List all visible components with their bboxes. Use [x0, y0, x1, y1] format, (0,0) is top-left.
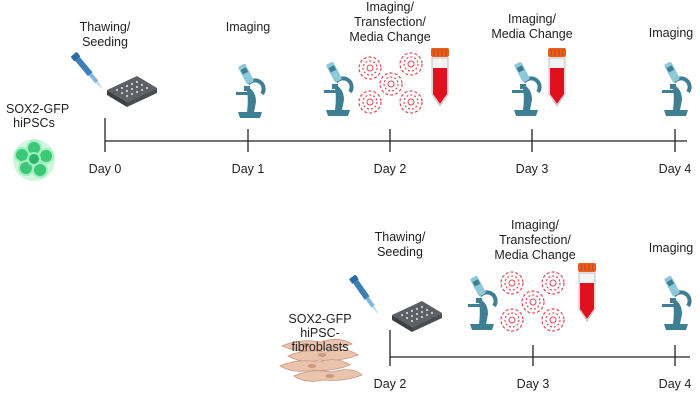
microscope-icon: [510, 59, 542, 118]
step-line: Seeding: [377, 245, 423, 259]
day-label: Day 4: [658, 377, 692, 391]
step-line: Transfection/: [354, 15, 426, 29]
microscope-icon: [234, 61, 266, 120]
step-label-day1: Imaging: [208, 20, 288, 35]
microscope-icon: [322, 59, 354, 118]
cell-line-line: hiPSCs: [13, 116, 55, 130]
step-line: Media Change: [491, 27, 573, 41]
step-label-day3: Imaging/ Transfection/ Media Change: [480, 218, 590, 263]
step-label-day0: Thawing/ Seeding: [65, 20, 145, 50]
cell-line-line: SOX2-GFP: [288, 312, 352, 326]
step-line: Imaging/: [366, 0, 414, 14]
step-line: Thawing/: [374, 230, 426, 244]
fibroblast-cells-icon: [279, 339, 363, 382]
cell-line-label-1: SOX2-GFP hiPSCs: [6, 102, 70, 130]
step-label-day4: Imaging: [642, 26, 700, 41]
step-label-day3: Imaging/ Media Change: [482, 12, 582, 42]
conical-tube-icon: [430, 47, 450, 107]
step-line: Imaging/: [508, 12, 556, 26]
microscope-icon: [660, 59, 692, 118]
step-line: Thawing/: [79, 20, 131, 34]
step-line: Imaging: [225, 20, 271, 34]
day-label: Day 3: [516, 377, 550, 391]
conical-tube-icon: [547, 47, 567, 107]
pipette-icon: [70, 51, 107, 93]
step-label-day4: Imaging: [642, 241, 700, 256]
stem-cell-colony-icon: [13, 139, 55, 181]
step-line: Media Change: [494, 248, 576, 262]
day-label: Day 1: [231, 162, 265, 176]
microscope-icon: [660, 273, 692, 332]
step-label-day2: Thawing/ Seeding: [360, 230, 440, 260]
step-label-day2: Imaging/ Transfection/ Media Change: [335, 0, 445, 45]
cell-line-line: fibroblasts: [291, 340, 349, 354]
conical-tube-icon: [577, 262, 597, 322]
step-line: Media Change: [349, 30, 431, 44]
timeline-1: [104, 118, 687, 152]
step-line: Transfection/: [499, 233, 571, 247]
cell-line-line: SOX2-GFP: [6, 102, 70, 116]
transfection-particles-icon: [358, 52, 423, 114]
day-label: Day 4: [658, 162, 692, 176]
step-line: Imaging: [648, 26, 694, 40]
day-label: Day 3: [515, 162, 549, 176]
step-line: Imaging: [648, 241, 694, 255]
microscope-icon: [466, 273, 498, 332]
cell-line-line: hiPSC-: [300, 326, 340, 340]
timeline-2: [389, 330, 690, 366]
transfection-particles-icon: [500, 271, 565, 332]
well-plate-icon: [107, 76, 157, 107]
day-label: Day 0: [88, 162, 122, 176]
step-line: Imaging/: [511, 218, 559, 232]
cell-line-label-2: SOX2-GFP hiPSC- fibroblasts: [280, 312, 360, 354]
step-line: Seeding: [82, 35, 128, 49]
day-label: Day 2: [373, 377, 407, 391]
pipette-icon: [348, 274, 382, 317]
day-label: Day 2: [373, 162, 407, 176]
well-plate-icon: [392, 301, 442, 332]
